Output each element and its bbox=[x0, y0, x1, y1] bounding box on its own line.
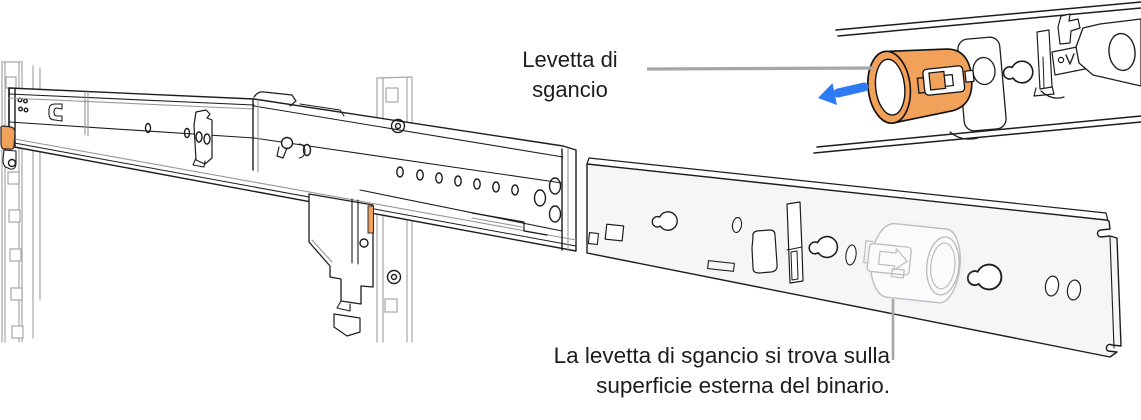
release-lever-label-line2: sgancio bbox=[532, 77, 608, 102]
callout-line-top bbox=[646, 66, 875, 71]
orange-lock-bar bbox=[367, 205, 374, 234]
arrow-left-icon bbox=[818, 82, 869, 105]
lever-location-caption-line1: La levetta di sgancio si trova sulla bbox=[553, 343, 890, 368]
lever-location-caption: La levetta di sgancio si trova sulla sup… bbox=[340, 341, 890, 401]
release-lever-orange bbox=[867, 48, 975, 124]
rail-mount-bracket bbox=[308, 193, 374, 337]
lever-location-caption-line2: superficie esterna del binario. bbox=[596, 373, 890, 398]
slide-rail-assembly bbox=[8, 87, 577, 252]
detail-inset-rail bbox=[813, 1, 1141, 154]
release-lever-label: Levetta di sgancio bbox=[440, 45, 700, 105]
rack-post-left bbox=[1, 61, 41, 343]
release-lever-label-line1: Levetta di bbox=[522, 47, 618, 72]
front-release-tab bbox=[0, 125, 17, 170]
mounting-screws bbox=[386, 118, 406, 285]
release-lever-ghost bbox=[853, 212, 977, 314]
outer-rail-panel bbox=[586, 157, 1122, 358]
orange-thumb-tab bbox=[0, 125, 16, 150]
